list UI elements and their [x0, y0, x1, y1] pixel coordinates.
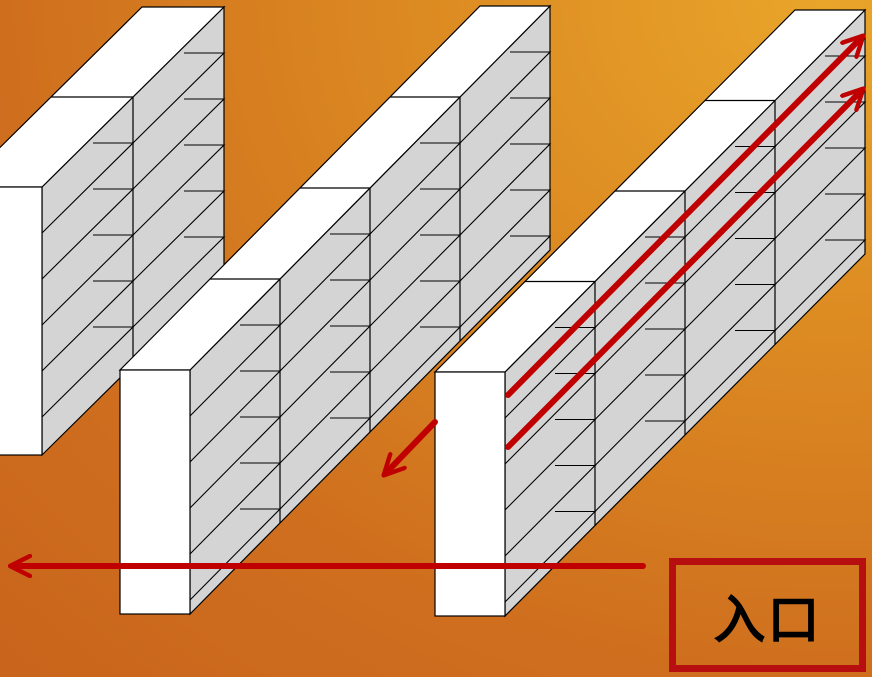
- shelf-board: [132, 98, 226, 190]
- shelf-front-face: [0, 186, 43, 456]
- entrance-box: 入口: [669, 558, 866, 672]
- shelf-board: [459, 97, 552, 190]
- shelf-board: [132, 144, 226, 236]
- shelf-front-face: [434, 371, 506, 617]
- shelf-board: [132, 236, 226, 328]
- route-up-arrow: [505, 37, 862, 398]
- shelf-board: [459, 51, 552, 144]
- shelf-front-face: [119, 369, 191, 615]
- shelf-board: [459, 235, 552, 328]
- shelf-board: [774, 147, 867, 239]
- left-shelf-unit: [0, 5, 226, 457]
- route-up-arrow: [505, 90, 862, 450]
- shelf-board: [459, 189, 552, 282]
- shelf-board: [774, 193, 867, 285]
- route-back-arrow: [385, 419, 438, 474]
- shelf-board: [774, 239, 867, 331]
- shelf-board: [132, 52, 226, 144]
- shelf-board: [132, 190, 226, 282]
- shelves-layer: [0, 4, 867, 618]
- routes-layer: [12, 37, 862, 566]
- middle-shelf-unit: [118, 4, 552, 616]
- entrance-label: 入口: [713, 590, 822, 651]
- shelf-board: [459, 143, 552, 236]
- right-shelf-unit: [433, 8, 867, 618]
